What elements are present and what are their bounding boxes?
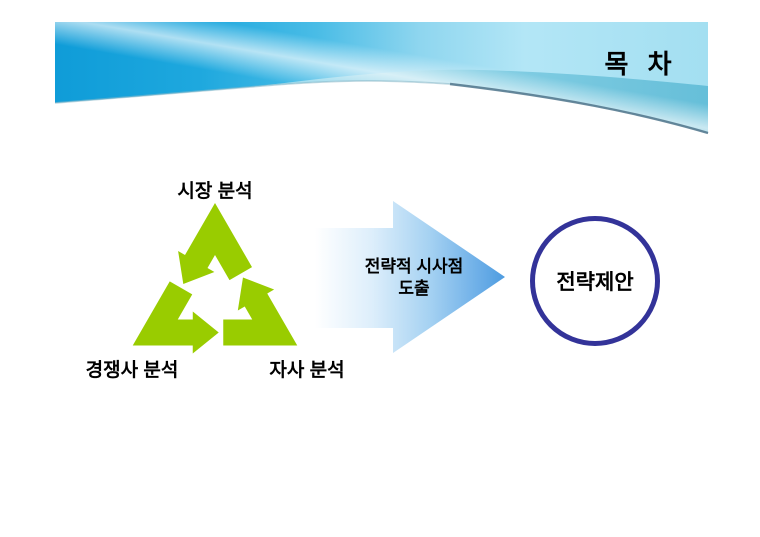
cycle-arrows-icon [114, 203, 316, 362]
label-market-analysis: 시장 분석 [177, 181, 253, 202]
cycle-arm-top [178, 203, 252, 284]
cycle-arm-left [114, 272, 222, 362]
process-arrow [315, 201, 505, 353]
label-own-company-analysis: 자사 분석 [269, 360, 345, 381]
process-arrow-label-line1: 전략적 시사점 [364, 257, 464, 276]
header-wave [54, 22, 709, 135]
label-competitor-analysis: 경쟁사 분석 [85, 360, 179, 381]
cycle-arm-right [208, 273, 316, 362]
process-arrow-shape [315, 201, 505, 353]
header-sheen [55, 22, 708, 133]
header-bottom-edge-dark [449, 82, 709, 135]
process-arrow-label: 전략적 시사점 도출 [334, 256, 494, 300]
result-circle: 전략제안 [530, 216, 660, 346]
slide-title: 목 차 [604, 49, 678, 79]
result-circle-label: 전략제안 [556, 271, 634, 294]
process-arrow-label-line2: 도출 [398, 279, 430, 298]
